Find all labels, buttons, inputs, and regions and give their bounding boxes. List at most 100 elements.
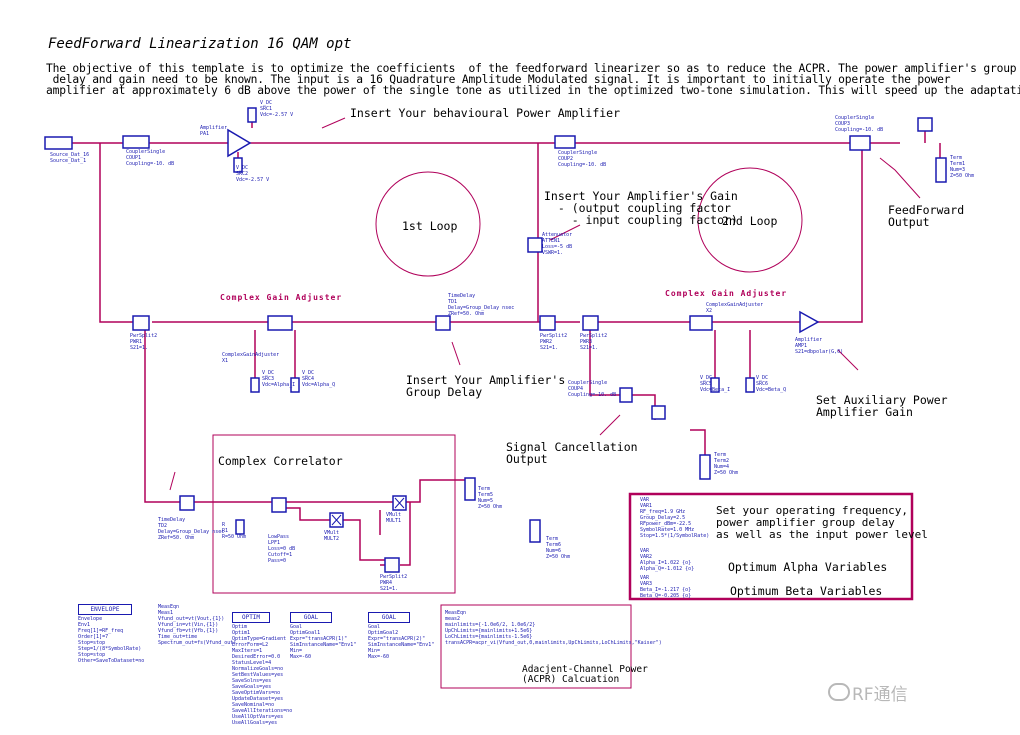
lbl-ps4: PwrSplit2 PWR4 S21=1. [380, 574, 408, 592]
lbl-mult2: VMult MULT2 [324, 530, 340, 542]
loop1-circle [375, 171, 481, 277]
vdc-pa [233, 157, 243, 173]
note-insert-delay: Insert Your Amplifier's Group Delay [406, 373, 566, 399]
aux-amp-triangle [799, 310, 820, 334]
note-loop2: 2nd Loop [722, 214, 778, 228]
coupler3-block [849, 135, 871, 151]
vdc-b2 [745, 377, 755, 393]
vdc-top [247, 107, 257, 123]
wire-corr [192, 479, 465, 566]
lbl-vdc-top: V_DC SRC1 Vdc=-2.57 V [260, 100, 294, 118]
lbl-mult1: VMult MULT1 [386, 512, 402, 524]
lbl-vdc-pa: V_DC SRC2 Vdc=-2.57 V [236, 165, 270, 183]
note-ff-output: FeedForward Output [888, 203, 965, 229]
goal2-controller[interactable]: GOAL [368, 612, 410, 623]
err-port [651, 405, 666, 420]
note-acpr: Adacjent-Channel Power (ACPR) Calcuation [522, 664, 648, 685]
wire-vdc [237, 108, 751, 378]
lbl-pa: Amplifier PA1 [200, 125, 228, 137]
wire-loop1-left [99, 143, 540, 323]
lbl-term-c2: Term Term6 Num=6 Z=50 Ohm [546, 536, 571, 560]
loop2-circle [697, 167, 803, 273]
arrow-corr [169, 471, 176, 491]
arrow-aux [837, 349, 859, 371]
objective-line-1: The objective of this template is to opt… [46, 62, 1017, 75]
lbl-term-err: Term Term2 Num=4 Z=50 Ohm [714, 452, 739, 476]
note-beta: Optimum Beta Variables [730, 584, 883, 598]
arrow-ffout [879, 157, 921, 199]
lbl-envelope: Envelope Env1 Freq[1]=RF_freq Order[1]=7… [78, 616, 145, 664]
cga-right-label: Complex Gain Adjuster [665, 289, 788, 298]
vdc-a1 [250, 377, 260, 393]
lpf-block [271, 497, 287, 513]
arrow-cancel [599, 414, 621, 436]
term-c1 [464, 477, 476, 501]
term-out [935, 157, 947, 183]
note-alpha: Optimum Alpha Variables [728, 560, 888, 574]
vdc-b1 [710, 377, 720, 393]
ps1-block [132, 315, 150, 331]
note-set-vars: Set your operating frequency, power ampl… [716, 504, 928, 541]
note-aux-gain: Set Auxiliary Power Amplifier Gain [816, 393, 948, 419]
lbl-coupler2: CouplerSingle COUP2 Coupling=-10. dB [558, 150, 607, 168]
lbl-var3: VAR VAR3 Beta_I=-1.217 {o} Beta_Q=-0.205… [640, 575, 692, 599]
lbl-meas: MeasEqn Meas1 Vfund_out=vt(Vout,{1}) Vfu… [158, 604, 237, 646]
objective-text: The objective of this template is to opt… [46, 63, 1020, 96]
lbl-lpf: LowPass LPF1 Loss=0 dB Cutoff=1 Pass=0 [268, 534, 296, 564]
lbl-goal2: Goal OptimGoal2 Expr="transACPR(2)" SimI… [368, 624, 435, 660]
wire-out [862, 130, 941, 158]
wire-ps-down [144, 330, 180, 503]
objective-line-2: delay and gain need to be known. The inp… [46, 73, 951, 86]
arrow-gain [549, 224, 581, 241]
lbl-optim: Optim Optim1 OptimType=Gradient ErrorFor… [232, 624, 293, 726]
ps2-block [539, 315, 556, 331]
lbl-coupler4: CouplerSingle COUP4 Coupling=-10. dB [568, 380, 617, 398]
out-port [917, 117, 933, 132]
lbl-vdc-a1: V_DC SRC3 Vdc=Alpha_I [262, 370, 296, 388]
acpr-box [440, 604, 632, 689]
coupler1-block [122, 135, 150, 149]
lbl-coupler1: CouplerSingle COUP1 Coupling=-10. dB [126, 149, 175, 167]
arrow-pa [321, 117, 346, 129]
arrow-delay [451, 341, 461, 366]
lbl-aux-amp: Amplifier AMP1 S21=dbpolar(G,0) [795, 337, 844, 355]
vdc-a2 [290, 377, 300, 393]
pa-triangle [227, 128, 252, 158]
cga2-block [689, 315, 713, 331]
watermark: RF通信 [852, 685, 908, 705]
td1-block [435, 315, 451, 331]
coupler2-block [554, 135, 576, 149]
lbl-ps1: PwrSplit2 PWR1 S21=1. [130, 333, 158, 351]
envelope-controller[interactable]: ENVELOPE [78, 604, 132, 615]
lbl-source: Source_Dat_16 Source_Dat_1 [50, 152, 90, 164]
cga-left-label: Complex Gain Adjuster [220, 293, 343, 302]
goal1-controller[interactable]: GOAL [290, 612, 332, 623]
lbl-td2: TimeDelay TD2 Delay=Group_Delay nsec ZRe… [158, 517, 225, 541]
ps4-block [384, 557, 400, 573]
note-sig-cancel: Signal Cancellation Output [506, 440, 638, 466]
optim-controller[interactable]: OPTIM [232, 612, 270, 623]
ps3-block [582, 315, 599, 331]
lbl-term-out: Term Term1 Num=3 Z=50 Ohm [950, 155, 975, 179]
lbl-var1: VAR VAR1 RF_freq=1.9 GHz Group_Delay=2.5… [640, 497, 710, 539]
term-err [699, 454, 711, 480]
lbl-ps2: PwrSplit2 PWR2 S21=1. [540, 333, 568, 351]
correlator-box [212, 434, 456, 594]
note-insert-pa: Insert Your behavioural Power Amplifier [350, 106, 621, 120]
variables-box [628, 492, 914, 601]
coupler4-block [619, 387, 633, 403]
term-c2 [529, 519, 541, 543]
lbl-goal1: Goal OptimGoal1 Expr="transACPR(1)" SimI… [290, 624, 357, 660]
lbl-td1: TimeDelay TD1 Delay=Group_Delay nsec ZRe… [448, 293, 515, 317]
lbl-attenuator: Attenuator ATTEN1 Loss=-5 dB VSWR=1. [542, 232, 573, 256]
lbl-res: R R1 R=50 Ohm [222, 522, 247, 540]
note-loop1: 1st Loop [402, 219, 458, 233]
lbl-term-c1: Term Term5 Num=5 Z=50 Ohm [478, 486, 503, 510]
lbl-ps3: PwrSplit2 PWR3 S21=1. [580, 333, 608, 351]
note-correlator: Complex Correlator [218, 454, 343, 468]
lbl-coupler3: CouplerSingle COUP3 Coupling=-10. dB [835, 115, 884, 133]
lbl-vdc-b2: V_DC SRC6 Vdc=Beta_Q [756, 375, 787, 393]
note-insert-gain: Insert Your Amplifier's Gain - (output c… [544, 189, 738, 227]
